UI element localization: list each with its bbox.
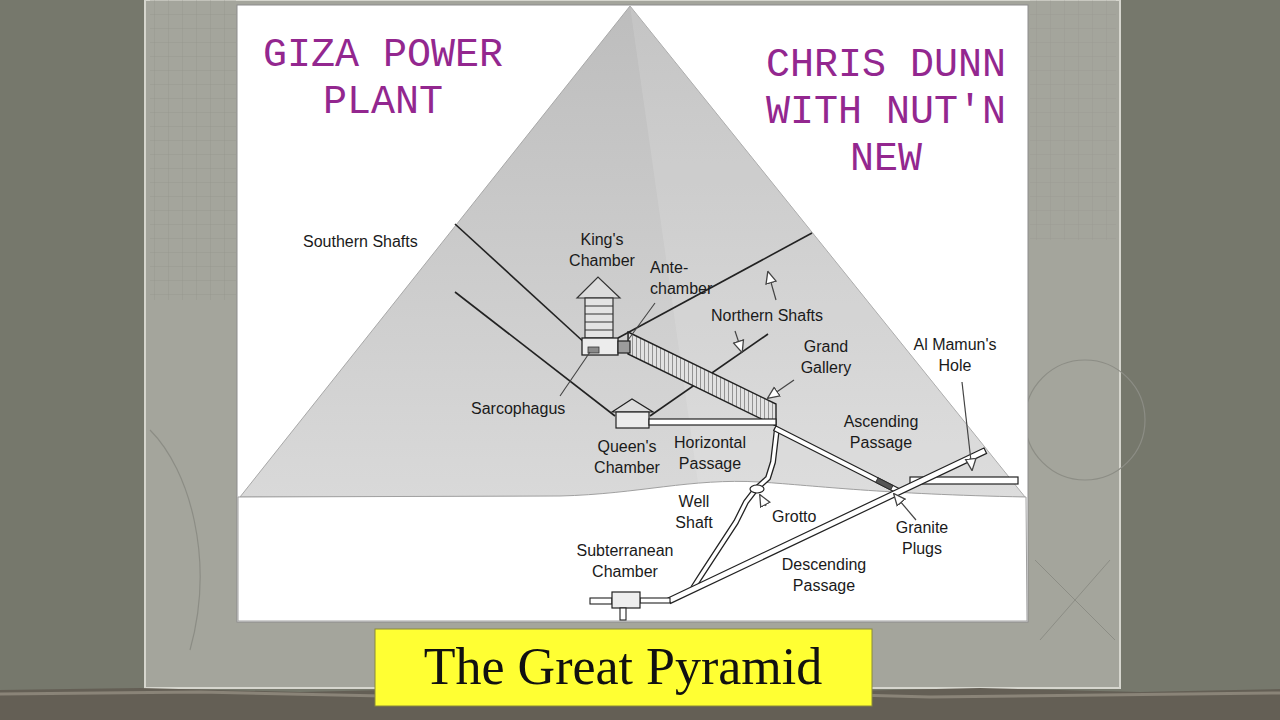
leader-line — [628, 303, 655, 340]
caption-holder: The Great Pyramid — [383, 637, 863, 697]
part-label-holder: Ante-chamber — [650, 257, 716, 299]
part-label: Al Mamun's Hole — [908, 334, 1003, 376]
part-label-holder: Southern Shafts — [303, 231, 418, 252]
queens-chamber — [616, 412, 649, 428]
sketch-circle — [1025, 360, 1145, 480]
author-label-holder: CHRIS DUNN WITH NUT'N NEW — [761, 42, 1011, 183]
part-label: Well Shaft — [669, 491, 719, 533]
part-label: Subterranean Chamber — [568, 540, 683, 582]
diagram-panel — [237, 5, 1028, 622]
part-label: King's Chamber — [562, 229, 642, 271]
part-label-holder: Grand Gallery — [791, 336, 861, 378]
part-label: Southern Shafts — [303, 231, 418, 252]
leader-line — [560, 352, 590, 396]
part-label: Queen's Chamber — [587, 436, 667, 478]
title-holder: GIZA POWER PLANT — [258, 32, 508, 126]
sketch-arc — [150, 430, 200, 650]
leader-arrow — [768, 272, 776, 300]
southern-shaft — [455, 224, 586, 344]
part-label-holder: Northern Shafts — [711, 305, 823, 326]
subterranean-passage — [640, 598, 670, 603]
bedrock — [238, 481, 1027, 621]
relieving-chamber-floors — [585, 306, 613, 330]
author-label: CHRIS DUNN WITH NUT'N NEW — [761, 42, 1011, 183]
part-label-holder: Well Shaft — [669, 491, 719, 533]
leader-arrow — [768, 380, 794, 398]
subterranean-pit — [620, 608, 626, 620]
relieving-chambers — [585, 298, 613, 338]
grotto — [750, 485, 764, 493]
leader-arrow — [760, 495, 766, 506]
part-label-holder: Sarcophagus — [471, 398, 565, 419]
subterranean-chamber — [612, 592, 640, 608]
kings-chamber — [582, 338, 618, 355]
caption-box — [375, 629, 872, 706]
part-label: Northern Shafts — [711, 305, 823, 326]
leader-arrow — [894, 494, 916, 520]
part-label: Ante-chamber — [650, 257, 716, 299]
part-label: Sarcophagus — [471, 398, 565, 419]
part-label: Granite Plugs — [887, 517, 957, 559]
sketch-lines — [1035, 560, 1115, 640]
part-label-holder: Grotto — [772, 506, 816, 527]
granite-plugs — [876, 478, 893, 490]
ante-chamber — [618, 341, 630, 353]
leader-arrow — [962, 382, 972, 470]
part-label-holder: Subterranean Chamber — [568, 540, 683, 582]
pyramid-face — [630, 6, 1025, 497]
part-label: Grotto — [772, 506, 816, 527]
part-label-holder: Horizontal Passage — [663, 432, 758, 474]
part-label-holder: King's Chamber — [562, 229, 642, 271]
subterranean-ledge — [590, 598, 612, 604]
part-label: Horizontal Passage — [663, 432, 758, 474]
caption: The Great Pyramid — [383, 637, 863, 697]
part-label-holder: Descending Passage — [774, 554, 874, 596]
queens-chamber-roof — [612, 399, 653, 412]
leader-arrow — [735, 331, 742, 352]
part-label-holder: Ascending Passage — [834, 411, 929, 453]
grid-sketch — [150, 0, 236, 300]
grid-sketch — [1030, 0, 1116, 240]
part-label: Ascending Passage — [834, 411, 929, 453]
part-label: Grand Gallery — [791, 336, 861, 378]
slide-panel — [145, 0, 1120, 688]
part-label-holder: Granite Plugs — [887, 517, 957, 559]
part-label-holder: Al Mamun's Hole — [908, 334, 1003, 376]
title: GIZA POWER PLANT — [258, 32, 508, 126]
kings-chamber-roof — [577, 277, 620, 298]
part-label: Descending Passage — [774, 554, 874, 596]
part-label-holder: Queen's Chamber — [587, 436, 667, 478]
pyramid-body — [240, 6, 1025, 497]
horizontal-passage — [649, 419, 776, 425]
